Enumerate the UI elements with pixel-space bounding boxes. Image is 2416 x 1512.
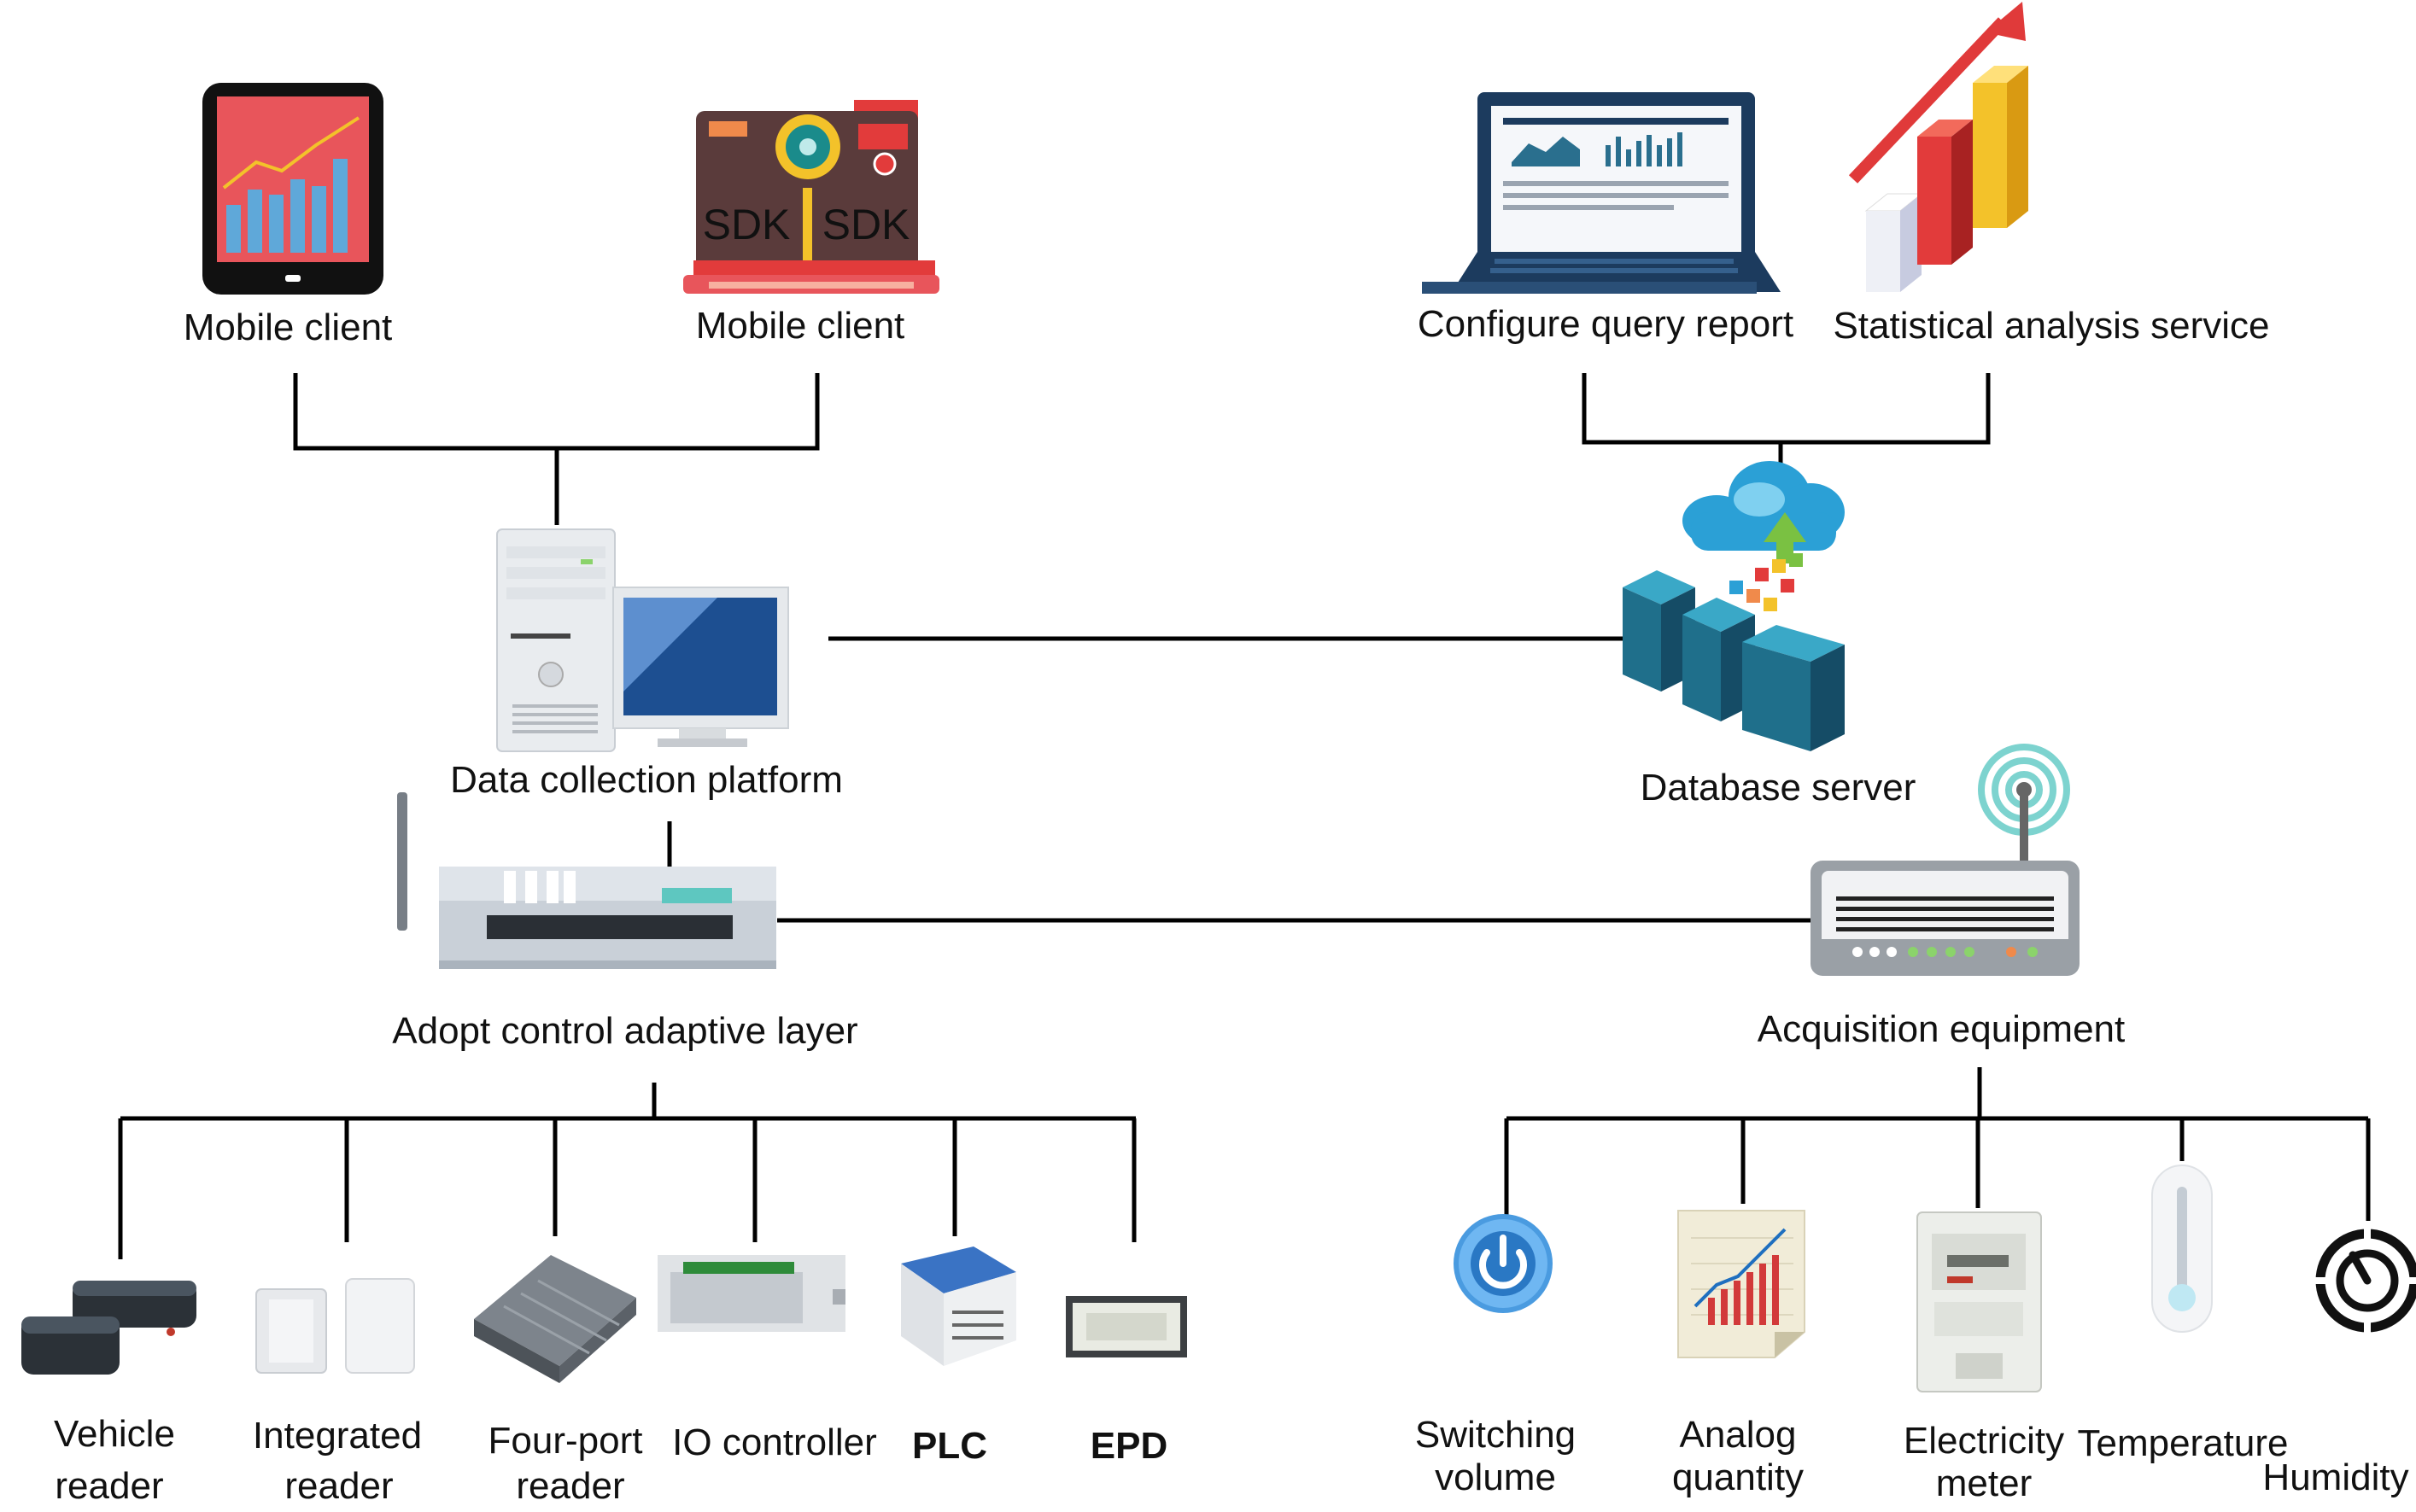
- statistical-analysis-service-label: Statistical analysis service: [1833, 305, 2269, 347]
- electricity-meter-label-line1: Electricity: [1904, 1420, 2064, 1462]
- switching-volume-label-line2: volume: [1435, 1457, 1556, 1498]
- statistics-chart-icon: [1848, 2, 2028, 292]
- adopt-control-adaptive-layer-label: Adopt control adaptive layer: [392, 1010, 857, 1052]
- connector-mobile-clients: [293, 373, 820, 451]
- four-port-reader-label-line1: Four-port: [488, 1420, 643, 1462]
- connector-report-services: [1582, 373, 1991, 445]
- plc-icon: [901, 1246, 1016, 1366]
- electricity-meter-label-line2: meter: [1936, 1462, 2032, 1504]
- laptop-icon: [1422, 92, 1781, 294]
- humidity-label: Humidity: [2262, 1457, 2408, 1498]
- vehicle-reader-label-line2: reader: [55, 1465, 163, 1507]
- desktop-computer-icon: [496, 528, 789, 752]
- mobile-client-label-2: Mobile client: [696, 305, 905, 347]
- io-controller-icon: [658, 1255, 845, 1332]
- database-server-icon: [1623, 461, 1845, 751]
- vehicle-reader-label-line1: Vehicle: [54, 1413, 175, 1455]
- electricity-meter-icon: [1916, 1211, 2042, 1392]
- node-labels: Mobile client Mobile client Configure qu…: [54, 303, 2409, 1507]
- epd-icon: [1066, 1296, 1187, 1357]
- analog-quantity-label-line1: Analog: [1679, 1414, 1796, 1456]
- sdk-left-label: SDK: [703, 201, 791, 248]
- sdk-camera-icon: SDK SDK: [683, 100, 939, 294]
- analog-quantity-label-line2: quantity: [1672, 1457, 1804, 1498]
- integrated-reader-icon: [255, 1278, 415, 1374]
- analog-chart-icon: [1677, 1210, 1805, 1358]
- switching-volume-label-line1: Switching: [1415, 1414, 1576, 1456]
- acquisition-equipment-label: Acquisition equipment: [1758, 1008, 2125, 1050]
- sdk-right-label: SDK: [822, 201, 910, 248]
- epd-label: EPD: [1091, 1425, 1167, 1467]
- io-controller-label: IO controller: [672, 1422, 877, 1463]
- wifi-modem-icon: [1811, 744, 2080, 976]
- configure-query-report-label: Configure query report: [1418, 303, 1793, 345]
- integrated-reader-label-line2: reader: [284, 1465, 393, 1507]
- mobile-client-label-1: Mobile client: [184, 306, 393, 348]
- four-port-reader-label-line2: reader: [516, 1465, 624, 1507]
- temperature-label: Temperature: [2077, 1422, 2288, 1464]
- router-icon: [397, 792, 776, 969]
- database-server-label: Database server: [1641, 767, 1916, 809]
- humidity-gauge-icon: [2314, 1228, 2416, 1334]
- four-port-reader-icon: [474, 1255, 636, 1383]
- plc-label: PLC: [912, 1425, 987, 1467]
- power-switch-icon: [1454, 1214, 1553, 1313]
- connector-lines: [118, 373, 2371, 1259]
- vehicle-reader-icon: [21, 1281, 196, 1375]
- data-collection-platform-label: Data collection platform: [450, 759, 843, 801]
- tablet-icon: [202, 83, 383, 295]
- thermometer-icon: [2151, 1165, 2213, 1333]
- integrated-reader-label-line1: Integrated: [253, 1415, 422, 1457]
